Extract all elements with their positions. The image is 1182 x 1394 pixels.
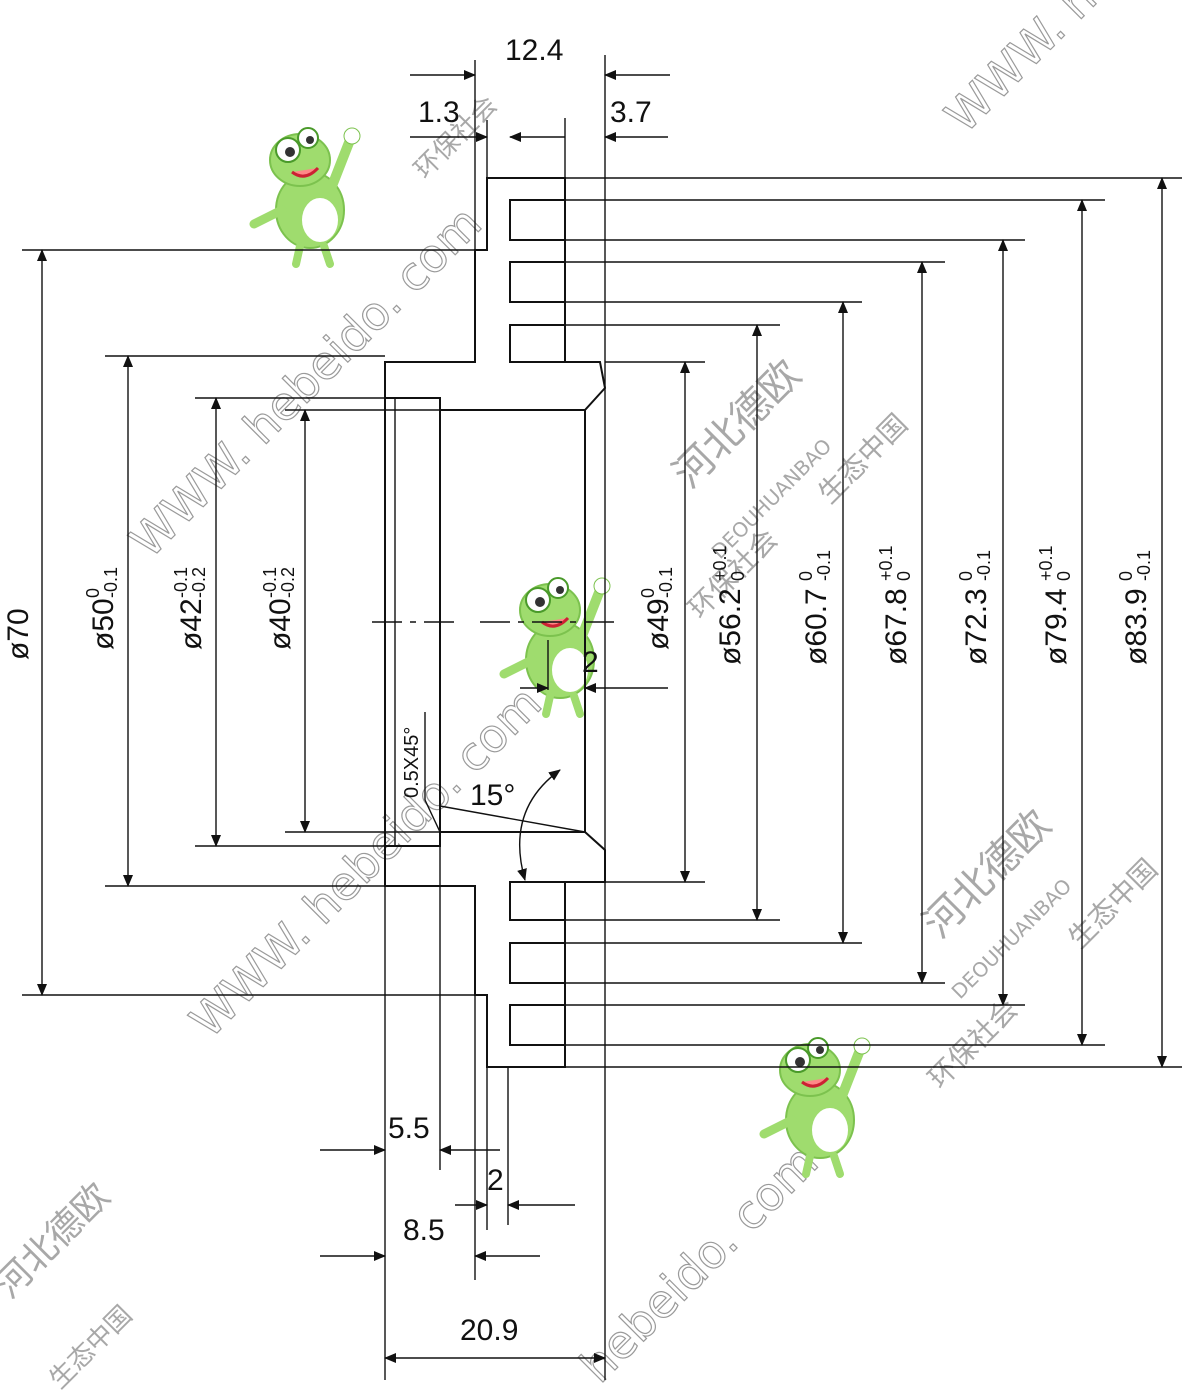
- diameter-value: ø83.9: [1120, 588, 1153, 665]
- angle-label: 15°: [470, 779, 515, 812]
- dim-bottom-overall: 20.9: [460, 1314, 518, 1347]
- diameter-label-d70: ø70: [2, 608, 35, 660]
- dim-top-left: 1.3: [418, 96, 460, 129]
- watermark-slogan: 生态中国: [44, 1300, 139, 1394]
- tolerance-lower: -0.1: [101, 567, 121, 598]
- section-bottom: [384, 831, 606, 1068]
- frog-logo-icon: [254, 128, 360, 264]
- dim-bottom-gap: 2: [487, 1164, 504, 1197]
- tolerance-upper: 0: [638, 588, 658, 598]
- watermark-site: WWW. hebeido. com: [935, 0, 1182, 143]
- watermark-brand: 河北德欧: [0, 1176, 118, 1307]
- part-section: [372, 177, 620, 1068]
- diameter-value: ø79.4: [1040, 588, 1073, 665]
- diameter-value: ø40: [264, 598, 297, 650]
- tolerance-lower: -0.2: [278, 567, 298, 598]
- diameter-label-d42: ø42-0.1-0.2: [171, 567, 209, 650]
- tolerance-upper: +0.1: [876, 545, 896, 581]
- tolerance-upper: 0: [956, 571, 976, 581]
- watermark-slogan: 生态中国: [1062, 852, 1165, 955]
- dim-top-overall: 12.4: [505, 34, 563, 67]
- tolerance-upper: -0.1: [171, 567, 191, 598]
- diameter-value: ø60.7: [800, 588, 833, 665]
- diameter-value: ø50: [87, 598, 120, 650]
- diameter-label-d60: ø60.7 0-0.1: [796, 550, 834, 665]
- diameter-label-d40: ø40-0.1-0.2: [260, 567, 298, 650]
- watermark-slogan: 环保社会: [922, 992, 1025, 1095]
- tolerance-lower: -0.1: [1134, 550, 1154, 581]
- tolerance-upper: 0: [83, 588, 103, 598]
- diameter-value: ø70: [2, 608, 35, 660]
- diameter-value: ø49: [642, 598, 675, 650]
- diameter-value: ø72.3: [960, 588, 993, 665]
- diameter-dimensions: [37, 177, 1167, 1068]
- extension-lines: [22, 55, 1182, 1380]
- tolerance-lower: -0.1: [656, 567, 676, 598]
- watermark-site-short: hebeido. com: [570, 1134, 829, 1393]
- diameter-label-d67: ø67.8 +0.10: [876, 545, 914, 665]
- tolerance-upper: 0: [796, 571, 816, 581]
- dim-top-right: 3.7: [610, 96, 652, 129]
- axial-dimension-labels: 12.4 1.3 3.7 5.5 2 8.5 20.9 2 15° 0.5X45…: [388, 34, 652, 1347]
- diameter-label-d72: ø72.3 0-0.1: [956, 550, 994, 665]
- tolerance-upper: +0.1: [1036, 545, 1056, 581]
- watermark-site: WWW. hebeido. com: [180, 676, 552, 1048]
- section-top: [384, 177, 607, 411]
- diameter-label-d83: ø83.9 0-0.1: [1116, 550, 1154, 665]
- dim-step: 2: [582, 646, 599, 679]
- diameter-value: ø42: [175, 598, 208, 650]
- tolerance-upper: +0.1: [710, 545, 730, 581]
- axial-dimensions: [320, 70, 670, 1363]
- tolerance-lower: -0.1: [814, 550, 834, 581]
- chamfer-label: 0.5X45°: [401, 727, 423, 798]
- tolerance-lower: 0: [1054, 571, 1074, 581]
- diameter-value: ø67.8: [880, 588, 913, 665]
- tolerance-lower: -0.1: [974, 550, 994, 581]
- tolerance-upper: -0.1: [260, 567, 280, 598]
- diameter-label-d56: ø56.2 +0.10: [710, 545, 748, 665]
- tolerance-upper: 0: [1116, 571, 1136, 581]
- dim-bottom-inner: 5.5: [388, 1112, 430, 1145]
- diameter-value: ø56.2: [714, 588, 747, 665]
- tolerance-lower: 0: [894, 571, 914, 581]
- dim-bottom-mid: 8.5: [403, 1214, 445, 1247]
- tolerance-lower: -0.2: [189, 567, 209, 598]
- diameter-label-d79: ø79.4 +0.10: [1036, 545, 1074, 665]
- tolerance-lower: 0: [728, 571, 748, 581]
